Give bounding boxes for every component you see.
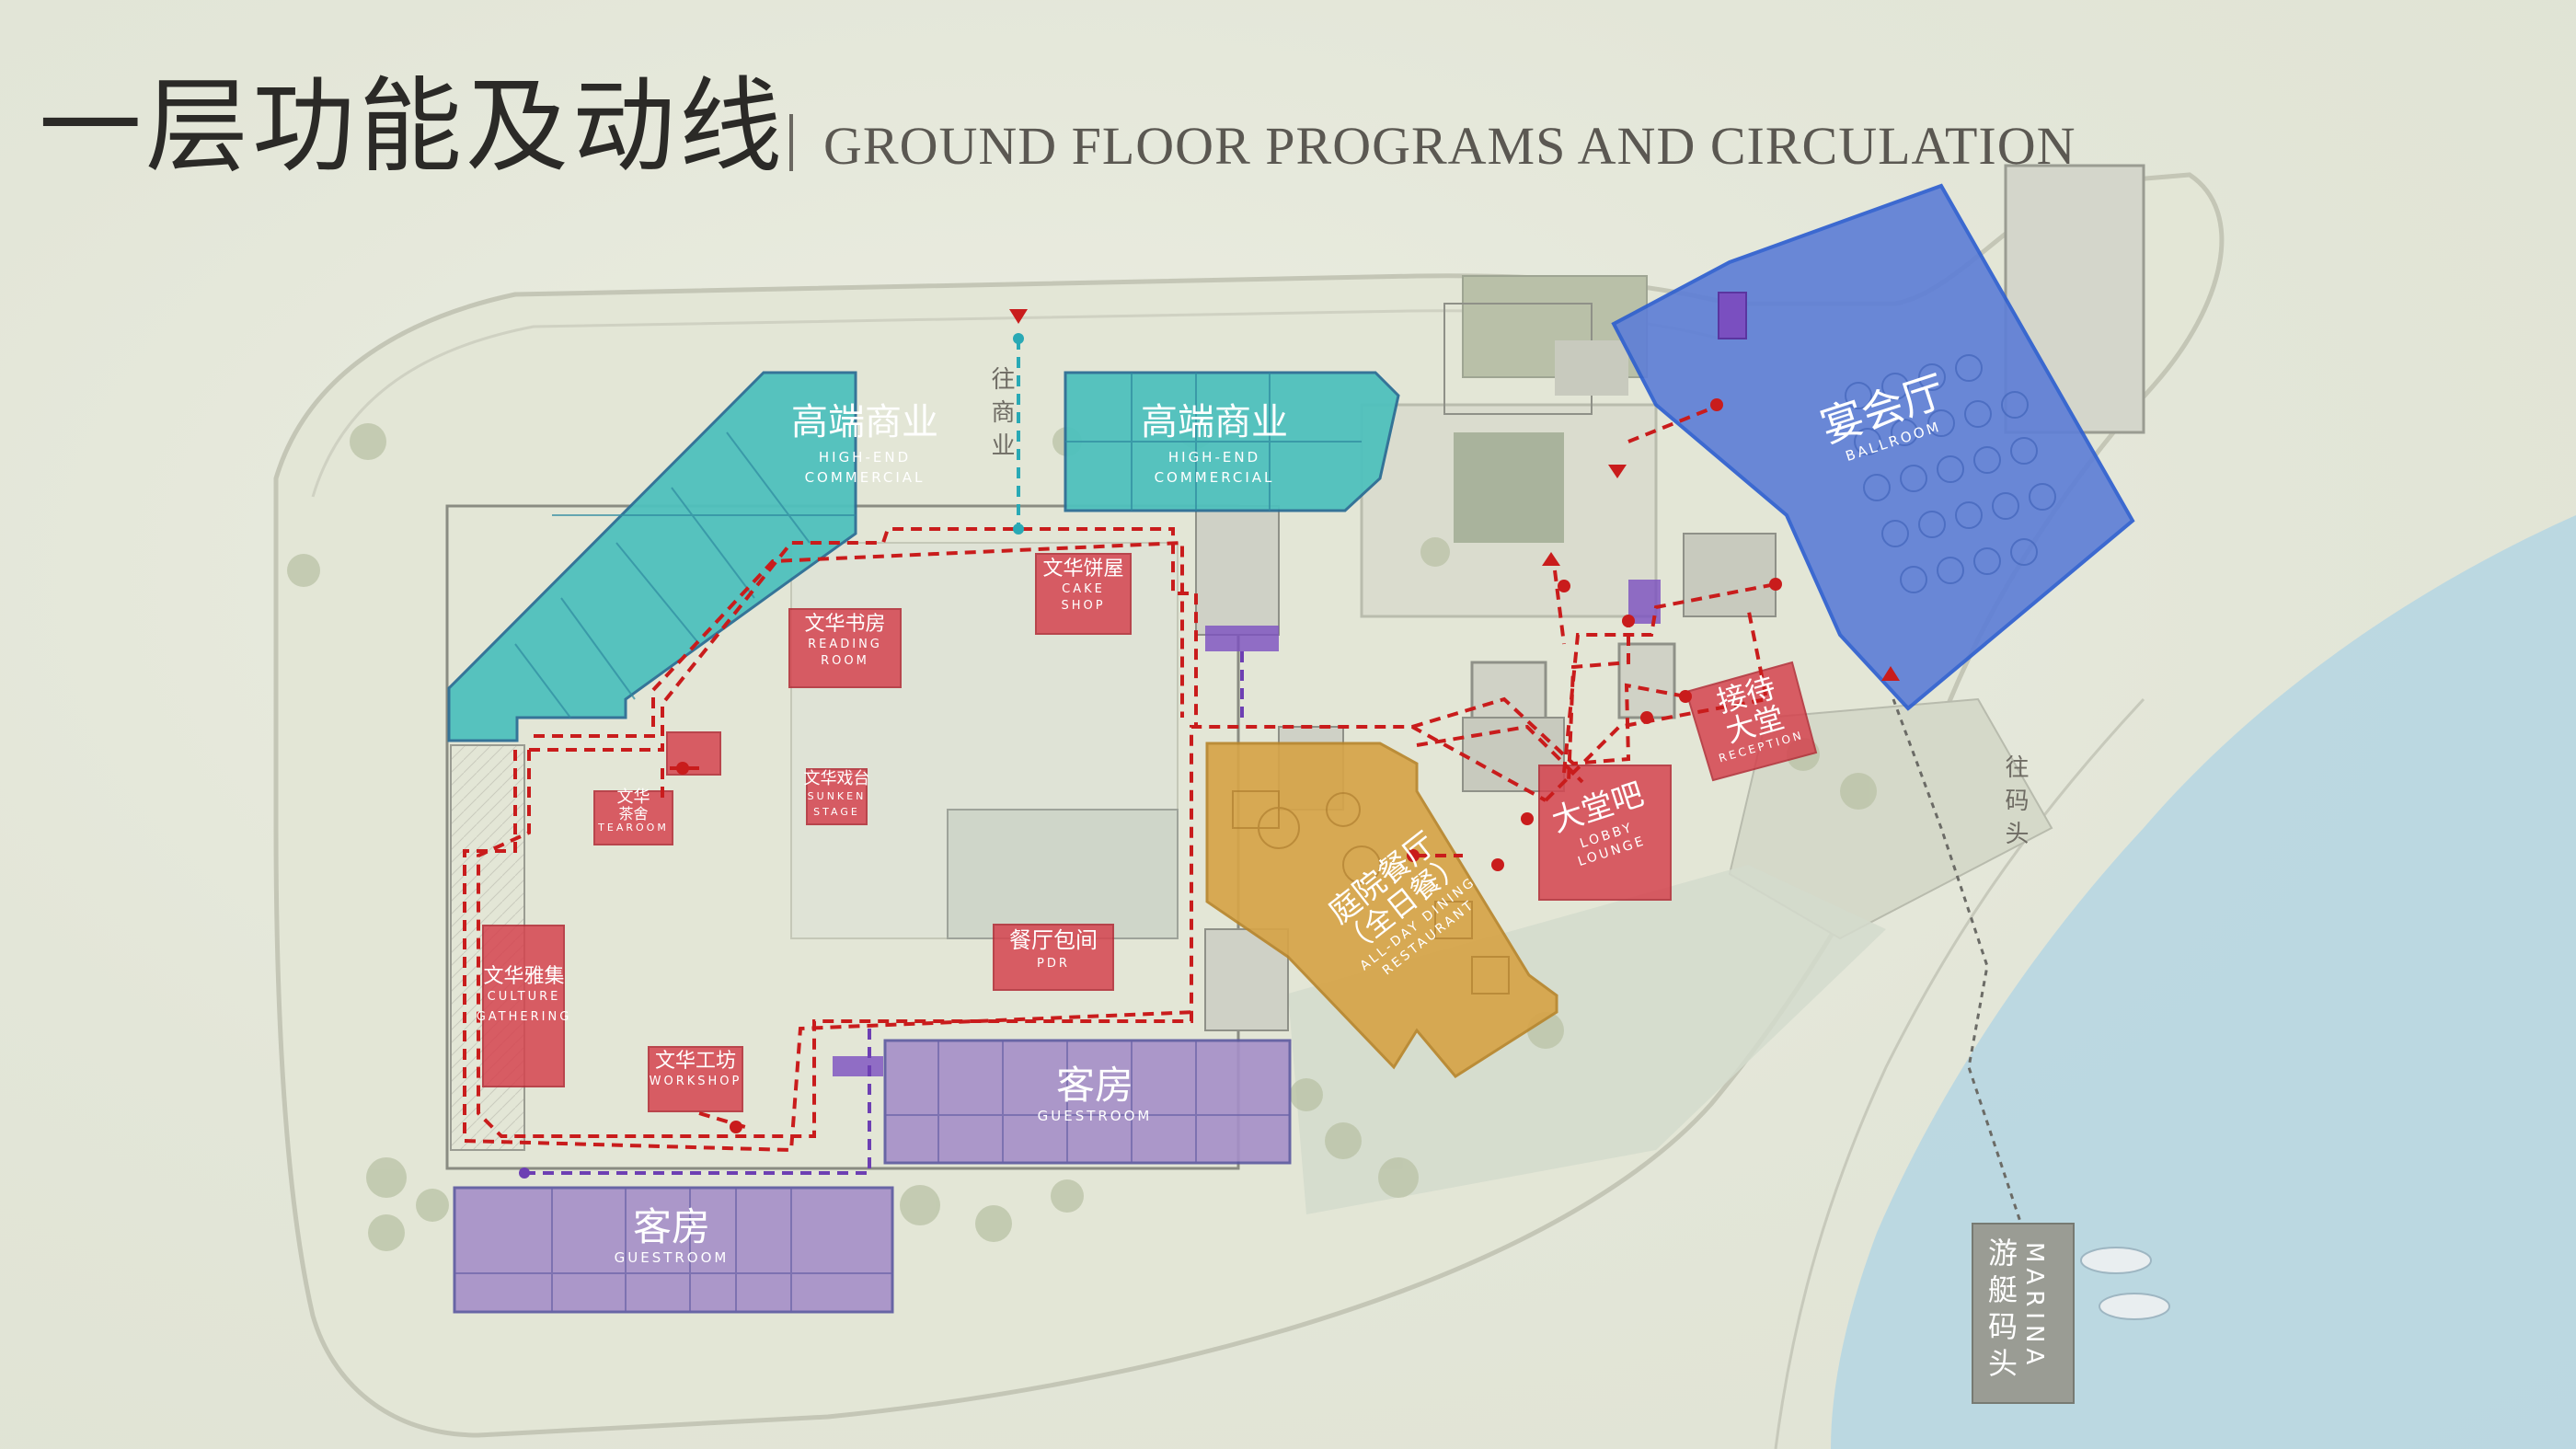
zone-reading-room-en1: READING bbox=[808, 638, 882, 652]
zone-culture-gathering: 文华雅集 CULTURE GATHERING bbox=[471, 966, 577, 1023]
marina-sign-plate bbox=[1972, 1223, 2075, 1404]
zone-guestroom-upper: 客房 GUESTROOM bbox=[975, 1063, 1214, 1125]
zone-tearoom-en: TEAROOM bbox=[598, 821, 669, 834]
zone-pdr-en: PDR bbox=[1037, 957, 1070, 972]
zone-guestroom-lower-cn: 客房 bbox=[632, 1204, 710, 1249]
circulation-red bbox=[463, 403, 1777, 1153]
arrow-dropoff bbox=[1608, 465, 1627, 478]
boat bbox=[2099, 1293, 2170, 1320]
page-title-en: GROUND FLOOR PROGRAMS AND CIRCULATION bbox=[823, 116, 2076, 176]
tearoom-room bbox=[593, 790, 673, 845]
zone-commercial-left: 高端商业 HIGH-END COMMERCIAL bbox=[764, 403, 966, 486]
entry-arrows bbox=[1009, 309, 1900, 681]
sign-marina-en: MARINA bbox=[2020, 1242, 2048, 1371]
zone-sunken-stage-en1: SUNKEN bbox=[807, 789, 867, 802]
sunken-stage-room bbox=[806, 768, 868, 825]
zone-workshop-en: WORKSHOP bbox=[649, 1075, 742, 1089]
zone-cake-shop: 文华饼屋 CAKE SHOP bbox=[1036, 558, 1131, 612]
zone-sunken-stage: 文华戏台 SUNKEN STAGE bbox=[793, 769, 880, 819]
pdr-room bbox=[993, 924, 1114, 991]
core-purple-2 bbox=[833, 1056, 883, 1076]
guestroom-lower-block bbox=[453, 1186, 894, 1314]
circulation-purple bbox=[524, 651, 1244, 1175]
reception-room bbox=[1685, 661, 1818, 782]
zone-reading-room: 文华书房 READING ROOM bbox=[789, 614, 901, 667]
zone-commercial-left-cn: 高端商业 bbox=[791, 401, 938, 443]
core-purple-1 bbox=[1205, 626, 1279, 651]
zone-commercial-right-en1: HIGH-END bbox=[1167, 449, 1261, 466]
sign-to-commercial: 往商业 bbox=[987, 366, 1015, 466]
zone-guestroom-lower-en: GUESTROOM bbox=[614, 1249, 730, 1267]
zone-tearoom-cn2: 茶舍 bbox=[618, 804, 649, 822]
zone-reading-room-en2: ROOM bbox=[821, 653, 869, 668]
sign-marina-cn: 游艇码头 bbox=[1984, 1237, 2018, 1385]
arrow-north-entry bbox=[1009, 309, 1028, 324]
ballroom-stair-core bbox=[1718, 292, 1747, 339]
cake-shop-room bbox=[1035, 553, 1132, 635]
zone-sunken-stage-en2: STAGE bbox=[813, 806, 860, 819]
zone-pdr: 餐厅包间 PDR bbox=[994, 927, 1113, 972]
zone-culture-gathering-en1: CULTURE bbox=[487, 990, 561, 1005]
culture-gathering-room bbox=[482, 925, 565, 1087]
zone-cake-shop-en2: SHOP bbox=[1061, 598, 1106, 613]
restaurant-block bbox=[1205, 742, 1558, 1078]
guestroom-upper-block bbox=[883, 1039, 1292, 1165]
ballroom-tables bbox=[1845, 354, 2056, 593]
zone-commercial-right-cn: 高端商业 bbox=[1141, 401, 1288, 443]
zone-cake-shop-cn: 文华饼屋 bbox=[1042, 558, 1124, 581]
zone-pdr-cn: 餐厅包间 bbox=[1009, 927, 1098, 953]
service-core-north bbox=[1195, 505, 1280, 636]
workshop-room bbox=[648, 1046, 743, 1112]
sign-to-pier: 往码头 bbox=[2001, 754, 2029, 854]
courtyard-pool bbox=[947, 809, 1179, 939]
zone-workshop-cn: 文华工坊 bbox=[654, 1050, 736, 1073]
zone-commercial-left-en1: HIGH-END bbox=[818, 449, 912, 466]
circulation-nodes bbox=[676, 398, 1782, 1133]
zone-guestroom-lower: 客房 GUESTROOM bbox=[552, 1204, 791, 1267]
zone-commercial-left-en2: COMMERCIAL bbox=[804, 468, 926, 486]
zone-commercial-right: 高端商业 HIGH-END COMMERCIAL bbox=[1113, 403, 1316, 486]
zone-tearoom: 文华 茶舍 TEAROOM bbox=[589, 788, 678, 834]
pier-path bbox=[1892, 698, 2026, 1234]
zone-sunken-stage-cn: 文华戏台 bbox=[803, 769, 870, 788]
zone-culture-gathering-en2: GATHERING bbox=[476, 1009, 572, 1024]
commercial-left-grid bbox=[514, 431, 856, 719]
shoreline bbox=[1774, 697, 2145, 1449]
page-title-cn: 一层功能及动线 bbox=[39, 67, 786, 187]
zone-reading-room-cn: 文华书房 bbox=[804, 613, 886, 636]
zone-cake-shop-en1: CAKE bbox=[1062, 582, 1105, 597]
zone-workshop: 文华工坊 WORKSHOP bbox=[640, 1051, 751, 1088]
arrow-lawn bbox=[1542, 552, 1560, 566]
zone-tearoom-cn1: 文华 bbox=[616, 788, 650, 807]
lobby-lounge-room bbox=[1538, 765, 1672, 901]
reading-room-room bbox=[788, 608, 902, 688]
boat bbox=[2080, 1247, 2152, 1274]
zone-guestroom-upper-cn: 客房 bbox=[1055, 1063, 1133, 1108]
commercial-left-block bbox=[447, 371, 857, 742]
title-divider bbox=[789, 114, 793, 171]
zone-commercial-right-en2: COMMERCIAL bbox=[1154, 468, 1275, 486]
zone-guestroom-upper-en: GUESTROOM bbox=[1037, 1108, 1153, 1125]
arrow-ballroom bbox=[1881, 666, 1900, 681]
zone-culture-gathering-cn: 文华雅集 bbox=[483, 965, 565, 988]
cultural-rooms bbox=[482, 553, 1818, 1112]
